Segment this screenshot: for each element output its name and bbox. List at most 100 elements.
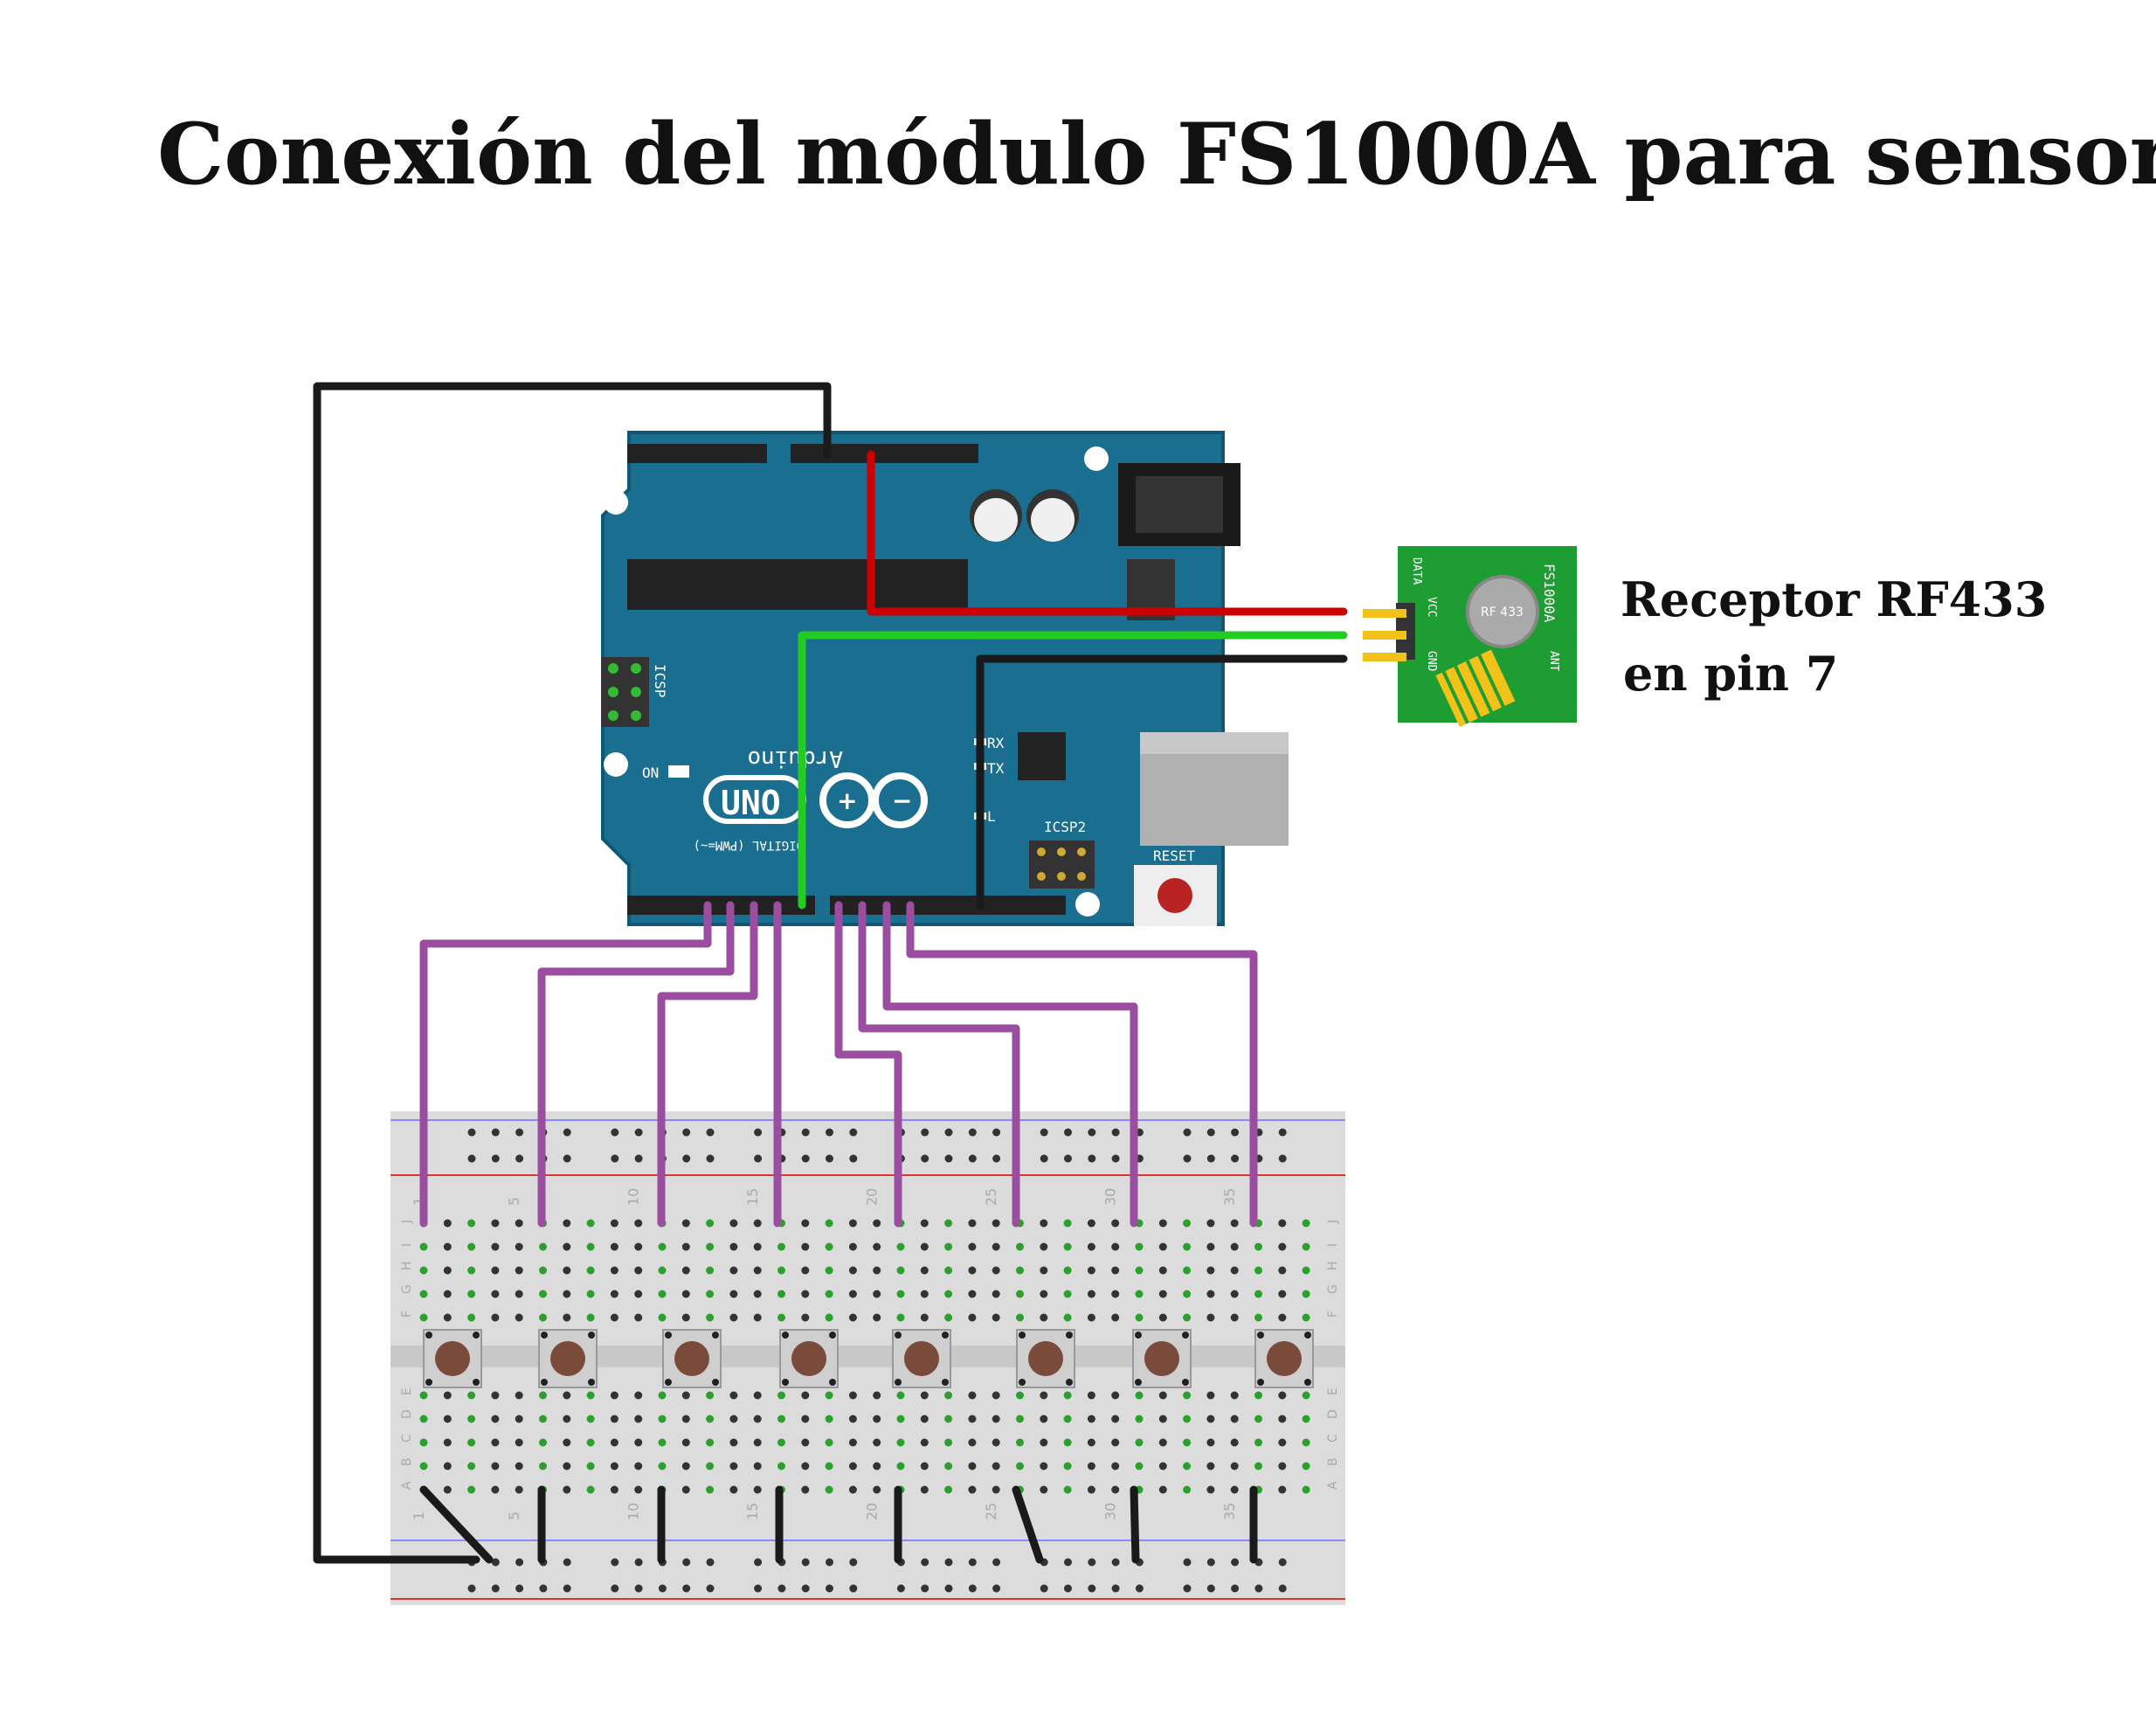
rx-label: RX [987,735,1005,751]
breadboard-row-letter: G [400,1284,414,1294]
breadboard-hole [921,1128,929,1137]
breadboard-row-letter: J [1326,1220,1340,1224]
breadboard-hole [992,1391,1000,1400]
breadboard-hole [825,1219,833,1228]
breadboard-hole [419,1313,428,1322]
breadboard-hole [729,1485,738,1494]
breadboard-hole [944,1313,953,1322]
breadboard-hole [968,1438,977,1447]
breadboard-hole [944,1242,953,1251]
breadboard-hole [968,1485,977,1494]
breadboard-hole [491,1290,500,1298]
breadboard-hole [515,1154,524,1163]
breadboard-hole [634,1290,643,1298]
breadboard-hole [1278,1438,1287,1447]
breadboard-hole [1302,1242,1310,1251]
breadboard-hole [1302,1219,1310,1228]
breadboard-column-number: 1 [411,1512,427,1520]
breadboard-hole [443,1438,452,1447]
breadboard-hole [467,1584,476,1593]
breadboard-hole [658,1415,667,1423]
breadboard-hole [1111,1438,1120,1447]
on-label: ON [642,765,659,781]
breadboard-hole [706,1558,715,1567]
push-button[interactable] [892,1329,951,1388]
breadboard-hole [848,1391,857,1400]
push-button[interactable] [1132,1329,1192,1388]
breadboard-hole [634,1584,643,1593]
breadboard-hole [777,1290,785,1298]
breadboard-row-letter: I [400,1243,414,1247]
breadboard-hole [563,1290,571,1298]
breadboard-hole [658,1266,667,1275]
breadboard-hole [848,1462,857,1470]
uno-label: UNO [721,784,781,822]
breadboard-column-number: 25 [983,1188,999,1206]
breadboard-hole [1063,1313,1072,1322]
breadboard-hole [729,1313,738,1322]
breadboard-hole [1206,1438,1215,1447]
breadboard-hole [491,1584,500,1593]
breadboard-hole [443,1266,452,1275]
breadboard-hole [539,1290,547,1298]
breadboard-hole [515,1462,523,1470]
breadboard-hole [706,1266,715,1275]
mounting-hole [604,490,628,515]
breadboard-hole [1206,1154,1215,1163]
breadboard-hole [1087,1242,1095,1251]
breadboard-hole [1158,1219,1167,1228]
breadboard-hole [801,1415,810,1423]
breadboard-hole [1040,1415,1048,1423]
breadboard-hole [1087,1290,1095,1298]
breadboard-hole [920,1219,929,1228]
svg-text:+: + [837,786,857,815]
push-button[interactable] [423,1329,482,1388]
breadboard-hole [1040,1219,1048,1228]
breadboard-row-letter: H [400,1261,414,1270]
breadboard-hole [467,1242,476,1251]
breadboard-hole [777,1438,785,1447]
breadboard-hole [563,1391,571,1400]
push-button[interactable] [1254,1329,1314,1388]
breadboard-hole [706,1391,715,1400]
breadboard-hole [563,1219,571,1228]
breadboard-hole [992,1462,1000,1470]
breadboard-hole [515,1558,524,1567]
breadboard-hole [944,1558,953,1567]
breadboard-hole [896,1242,905,1251]
push-button[interactable] [662,1329,722,1388]
breadboard-hole [706,1462,715,1470]
breadboard-hole [1158,1290,1167,1298]
breadboard-hole [1206,1128,1215,1137]
breadboard-hole [1302,1266,1310,1275]
breadboard-hole [825,1242,833,1251]
breadboard-hole [1230,1290,1239,1298]
breadboard-hole [1254,1391,1262,1400]
breadboard-hole [848,1242,857,1251]
breadboard-hole [944,1391,953,1400]
breadboard-hole [419,1391,428,1400]
breadboard-hole [921,1558,929,1567]
breadboard-hole [467,1391,476,1400]
push-button[interactable] [538,1329,598,1388]
breadboard-hole [1064,1558,1072,1567]
breadboard-hole [1254,1290,1262,1298]
breadboard-hole [777,1313,785,1322]
mounting-hole [1084,446,1109,471]
breadboard-hole [1302,1415,1310,1423]
breadboard-hole [1088,1584,1096,1593]
breadboard-hole [968,1154,977,1163]
breadboard-hole [1230,1266,1239,1275]
breadboard-hole [801,1558,810,1567]
breadboard-hole [1040,1584,1048,1593]
breadboard-hole [563,1584,571,1593]
push-button[interactable] [779,1329,839,1388]
pin-ant-label: ANT [1547,651,1560,672]
breadboard-hole [491,1485,500,1494]
digital-header-low [627,896,815,915]
push-button[interactable] [1016,1329,1075,1388]
breadboard-hole [848,1415,857,1423]
breadboard-hole [1278,1313,1287,1322]
breadboard-hole [491,1242,500,1251]
breadboard-hole [1064,1584,1072,1593]
